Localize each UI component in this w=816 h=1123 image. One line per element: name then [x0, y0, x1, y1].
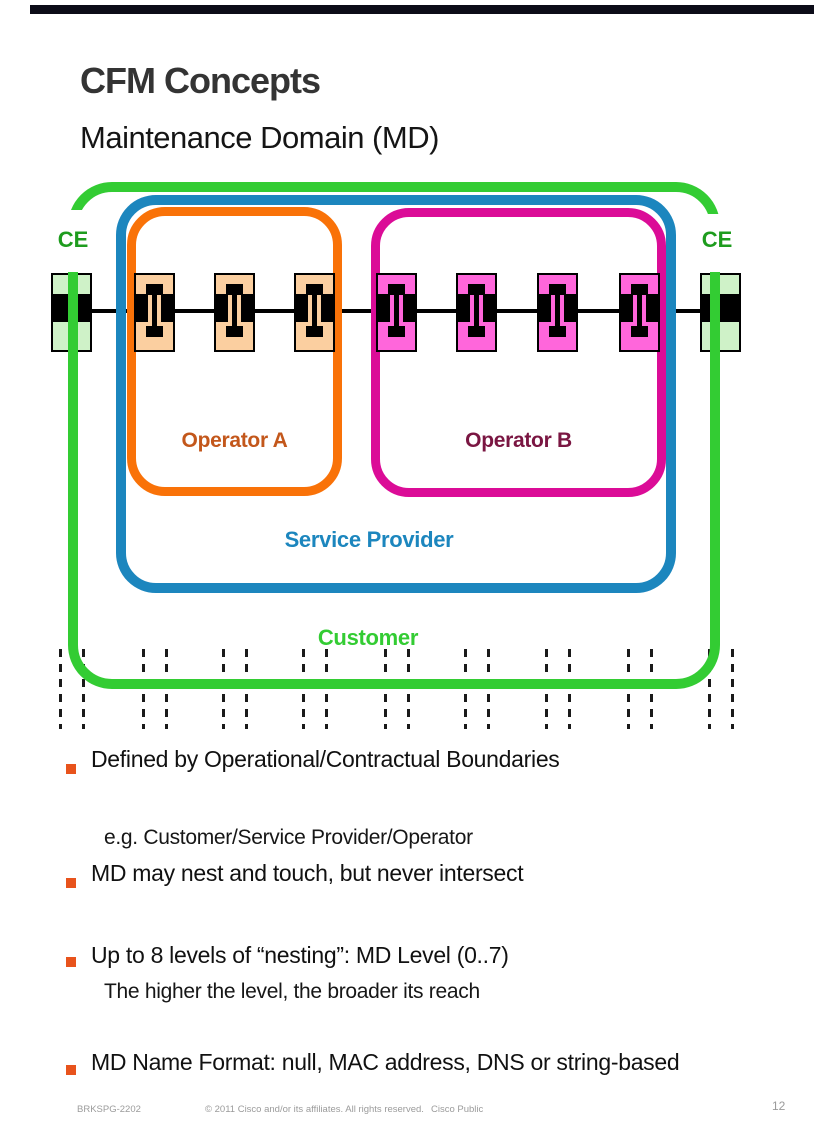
boundary-dash	[142, 649, 145, 729]
boundary-dash	[165, 649, 168, 729]
node-port-right	[402, 293, 415, 323]
bullet-marker	[66, 878, 76, 888]
footer-page-number: 12	[772, 1099, 786, 1113]
node-port-right	[645, 293, 658, 323]
ce-label-right: CE	[701, 227, 733, 252]
customer-outline-gap-right	[703, 214, 727, 272]
boundary-dash	[650, 649, 653, 729]
node-port-left	[216, 293, 229, 323]
footer-copyright: © 2011 Cisco and/or its affiliates. All …	[205, 1104, 424, 1115]
bridge-node-op-b	[537, 273, 578, 352]
node-port-right	[320, 293, 333, 323]
sub-bullet-text: The higher the level, the broader its re…	[104, 980, 480, 1003]
node-port-right	[240, 293, 253, 323]
bullet-text: MD may nest and touch, but never interse…	[91, 860, 524, 886]
page-title: CFM Concepts	[80, 60, 321, 101]
boundary-dash	[464, 649, 467, 729]
node-relay-stem	[311, 284, 318, 337]
operator-b-domain-outline	[371, 208, 666, 497]
boundary-dash	[731, 649, 734, 729]
bridge-node-op-b	[619, 273, 660, 352]
node-relay-stem	[393, 284, 400, 337]
ce-node	[700, 273, 741, 352]
bullet-text: MD Name Format: null, MAC address, DNS o…	[91, 1049, 680, 1075]
boundary-dash	[487, 649, 490, 729]
bridge-node-op-b	[376, 273, 417, 352]
sub-bullet-text: e.g. Customer/Service Provider/Operator	[104, 826, 473, 849]
node-port-right	[160, 293, 173, 323]
service-provider-domain-outline	[116, 195, 676, 593]
boundary-dash	[568, 649, 571, 729]
node-relay-stem	[231, 284, 238, 337]
node-relay-stem	[554, 284, 561, 337]
bullet-marker	[66, 764, 76, 774]
node-port-band	[702, 293, 739, 323]
footer-classification: Cisco Public	[431, 1104, 484, 1115]
page-subtitle: Maintenance Domain (MD)	[80, 120, 439, 155]
bridge-node-op-b	[456, 273, 497, 352]
bullet-text: Defined by Operational/Contractual Bound…	[91, 746, 560, 772]
node-port-left	[136, 293, 149, 323]
boundary-dash	[302, 649, 305, 729]
boundary-dash	[82, 649, 85, 729]
service-provider-label: Service Provider	[284, 527, 454, 552]
boundary-dash	[545, 649, 548, 729]
customer-label: Customer	[317, 625, 419, 650]
node-port-right	[482, 293, 495, 323]
ce-label-left: CE	[57, 227, 89, 252]
bridge-node-op-a	[294, 273, 335, 352]
operator-a-domain-outline	[127, 207, 342, 496]
node-relay-stem	[636, 284, 643, 337]
node-port-right	[563, 293, 576, 323]
boundary-dash	[222, 649, 225, 729]
bullet-text: Up to 8 levels of “nesting”: MD Level (0…	[91, 942, 509, 968]
boundary-dash	[407, 649, 410, 729]
boundary-dash	[325, 649, 328, 729]
operator-a-label: Operator A	[181, 429, 288, 452]
node-relay-stem	[151, 284, 158, 337]
node-port-left	[539, 293, 552, 323]
boundary-dash	[59, 649, 62, 729]
top-accent-bar	[30, 5, 814, 14]
node-port-left	[296, 293, 309, 323]
node-port-left	[458, 293, 471, 323]
footer-session-id: BRKSPG-2202	[77, 1104, 141, 1115]
node-port-left	[621, 293, 634, 323]
node-port-left	[378, 293, 391, 323]
bridge-node-op-a	[134, 273, 175, 352]
boundary-dash	[245, 649, 248, 729]
node-relay-stem	[473, 284, 480, 337]
boundary-dash	[627, 649, 630, 729]
bullet-marker	[66, 1065, 76, 1075]
bridge-node-op-a	[214, 273, 255, 352]
boundary-dash	[708, 649, 711, 729]
operator-b-label: Operator B	[465, 429, 572, 452]
boundary-dash	[384, 649, 387, 729]
bullet-marker	[66, 957, 76, 967]
customer-outline-gap-left	[61, 210, 85, 272]
customer-domain-outline	[68, 182, 720, 689]
